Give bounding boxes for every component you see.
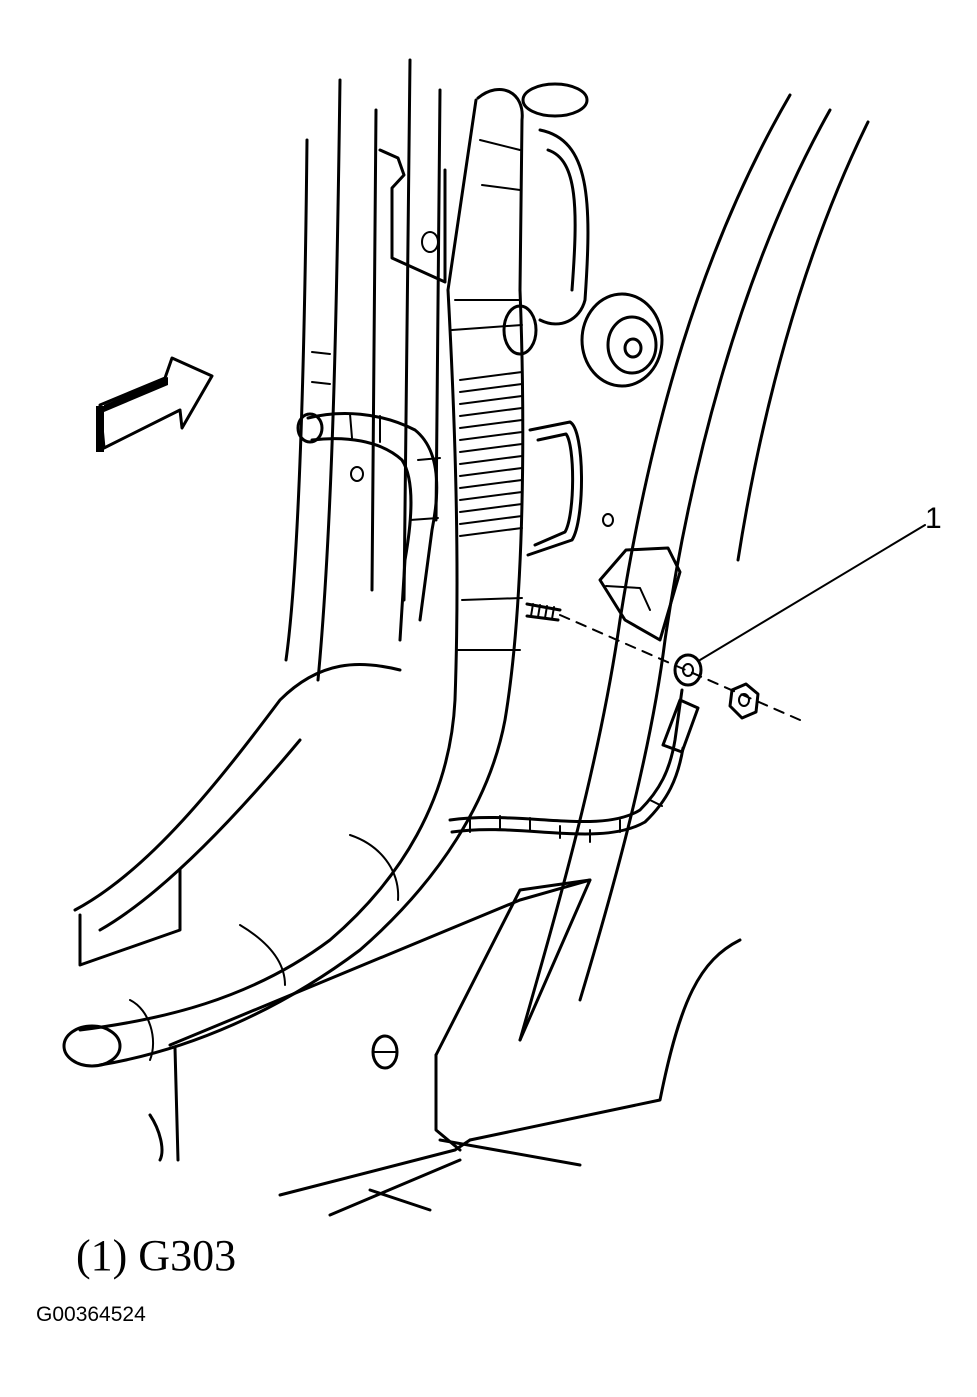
figure-id: G00364524 <box>36 1303 146 1326</box>
wiring-harness-branch <box>296 412 441 642</box>
callout-number: 1 <box>925 502 942 535</box>
pillar-panel <box>284 58 447 682</box>
view-direction-arrow <box>96 356 214 452</box>
figure-caption: (1) G303 <box>76 1231 237 1280</box>
grommet-large <box>580 292 664 388</box>
callout-leader-line <box>699 524 926 661</box>
access-hole-upper <box>538 128 590 326</box>
floor-sill <box>73 662 742 1217</box>
ground-lead-wire <box>448 688 700 843</box>
body-arch <box>518 93 870 1042</box>
eyelet-terminal <box>673 653 703 687</box>
ground-stud <box>525 602 801 721</box>
access-hole-lower <box>526 420 614 557</box>
ground-nut <box>728 682 760 720</box>
harness-corrugation <box>459 371 523 537</box>
wiring-harness-main <box>62 88 525 1068</box>
